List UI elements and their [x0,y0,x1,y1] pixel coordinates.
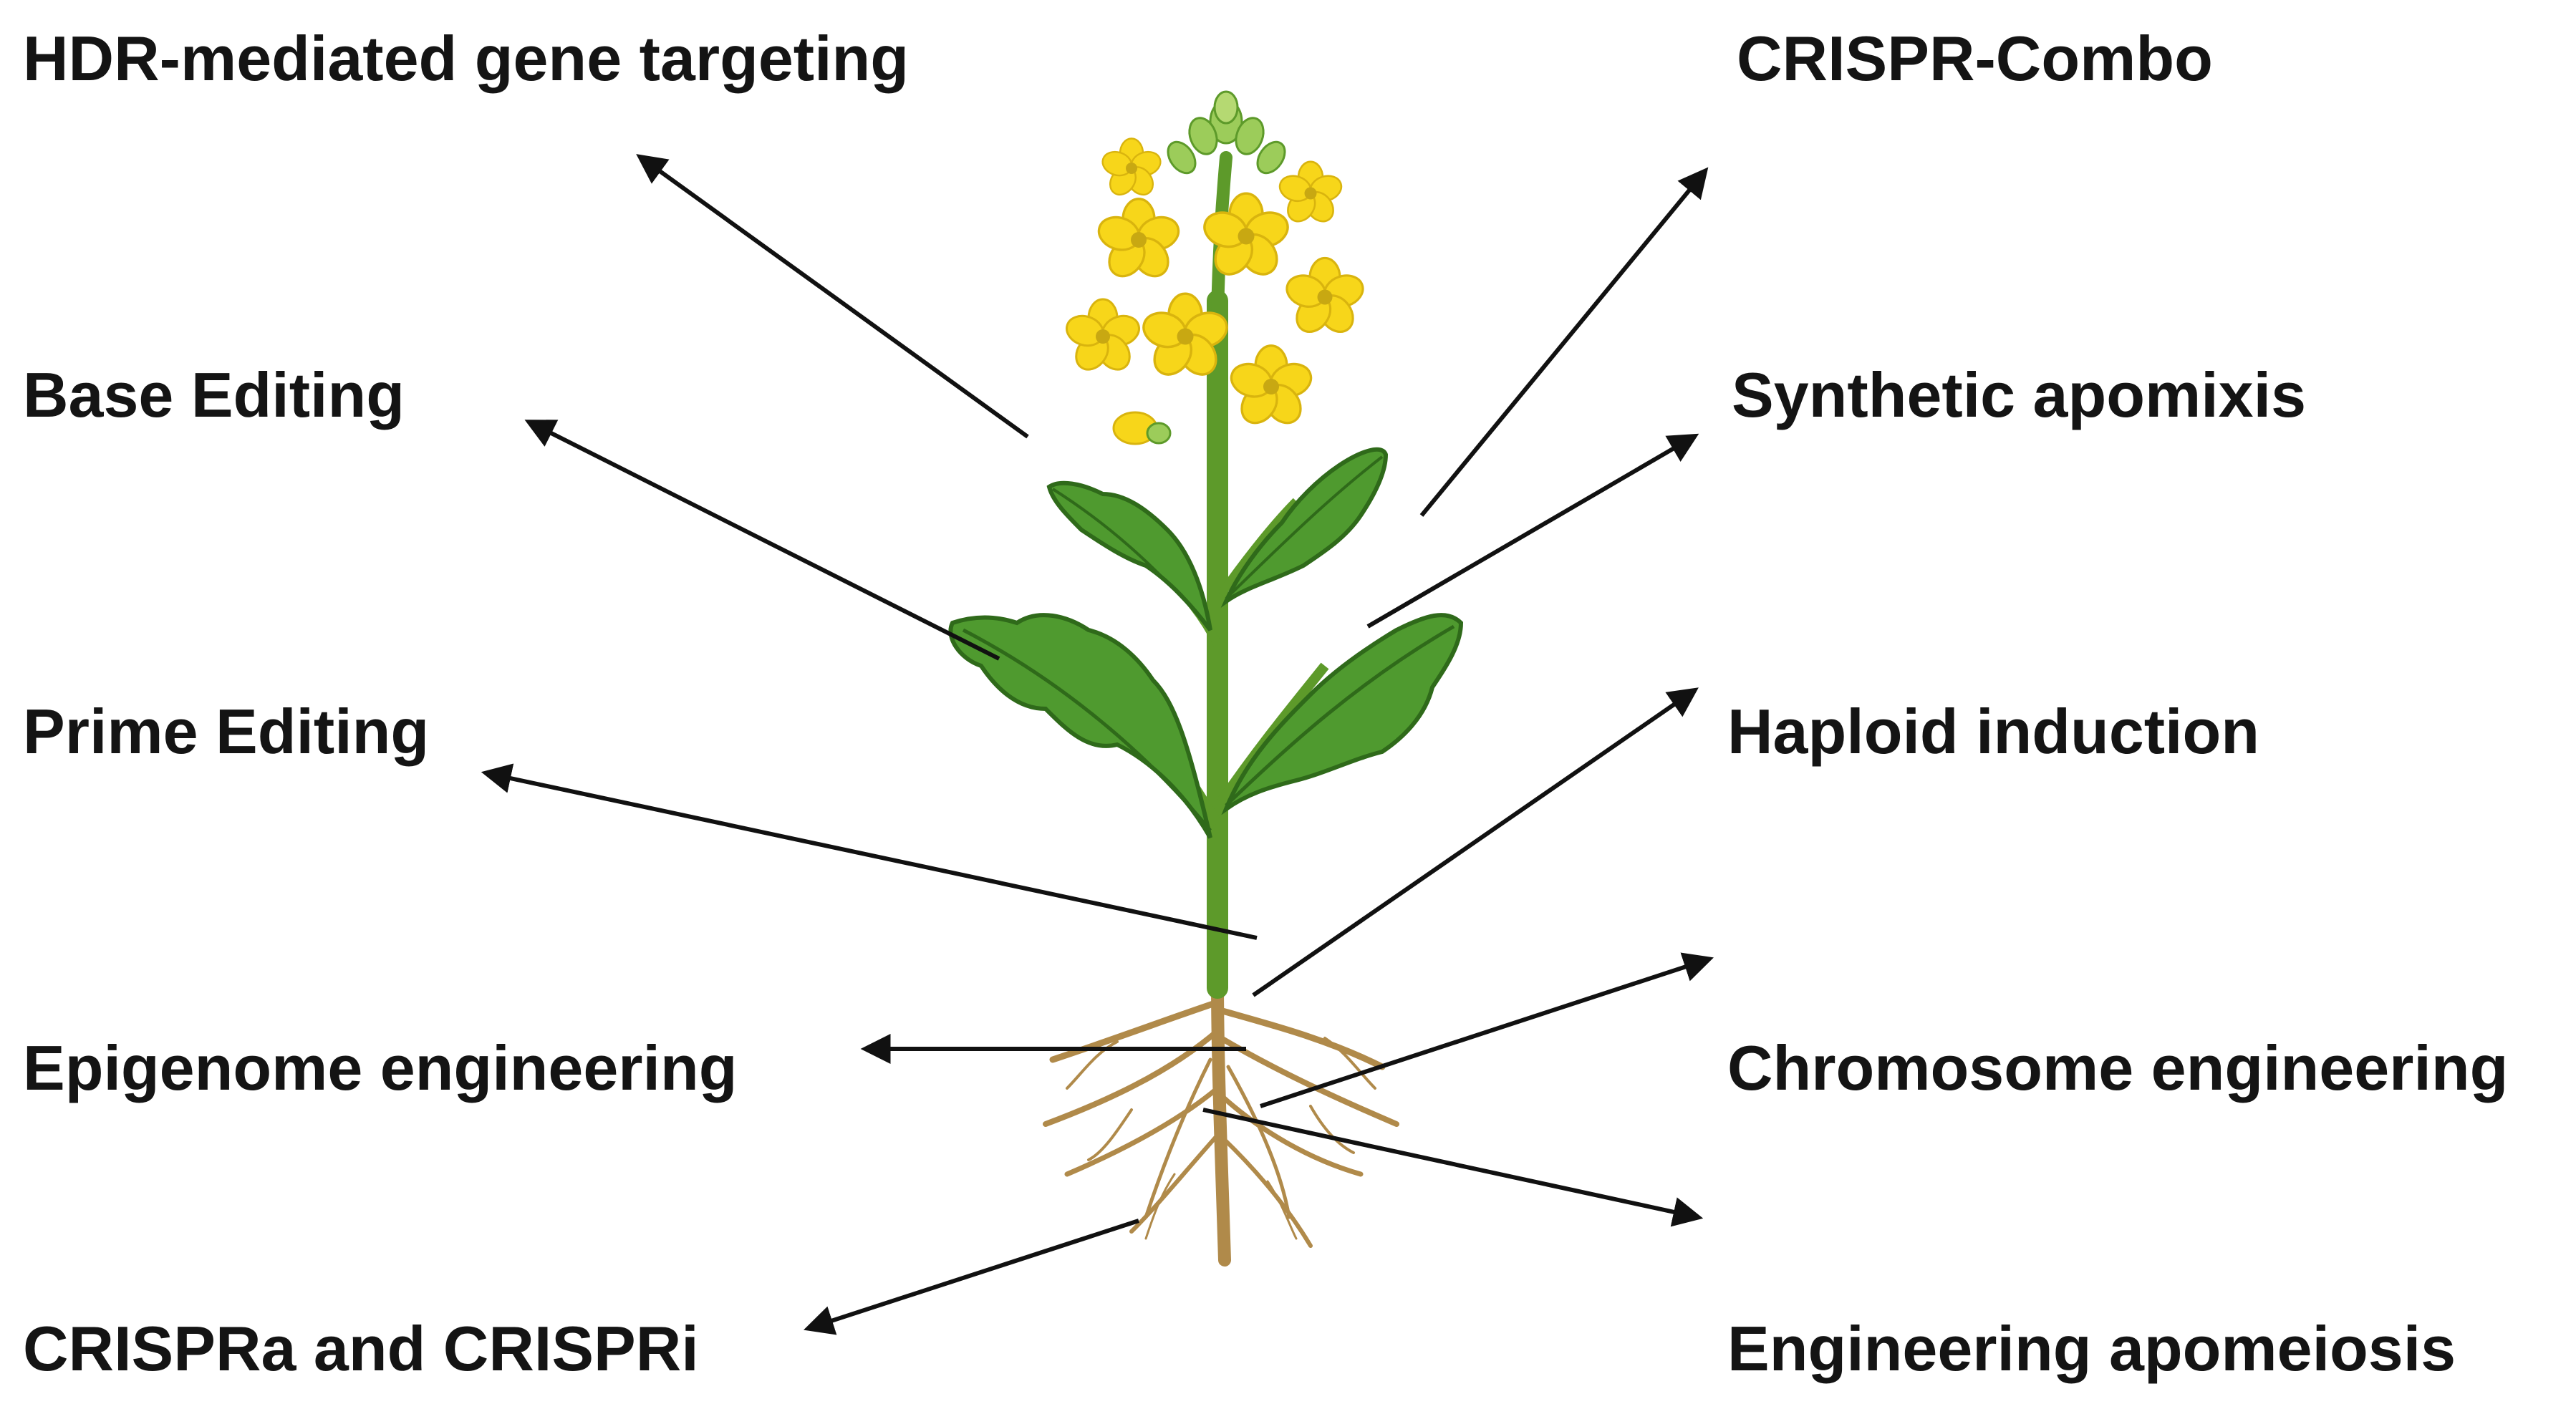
leaf-lower-left [948,613,1212,839]
label-haploid-induction: Haploid induction [1727,696,2260,767]
arrow-haploid [1252,687,1699,997]
label-chromosome-engineering: Chromosome engineering [1727,1032,2509,1103]
arrow-hdr [636,154,1029,439]
label-crispra-crispri: CRISPRa and CRISPRi [23,1313,699,1384]
label-engineering-apomeiosis: Engineering apomeiosis [1727,1313,2456,1384]
label-base-editing: Base Editing [23,359,405,430]
label-prime-editing: Prime Editing [23,696,430,767]
arrow-prime [481,763,1258,940]
leaf-lower-right [1221,613,1464,815]
leaves [948,447,1464,839]
roots [1043,974,1399,1267]
label-hdr-gene-targeting: HDR-mediated gene targeting [23,23,910,94]
arrow-apomixis [1366,433,1699,629]
leaf-upper-left [1046,480,1212,631]
arrow-crai [804,1219,1139,1335]
label-crispr-combo: CRISPR-Combo [1737,23,2213,94]
arrow-apomeiosis [1202,1108,1704,1227]
arrow-base [524,420,1000,661]
flower-cluster [1061,90,1369,445]
label-synthetic-apomixis: Synthetic apomixis [1732,359,2307,430]
arrows [481,154,1714,1335]
arrow-chromo [1260,952,1714,1108]
label-epigenome-engineering: Epigenome engineering [23,1032,738,1103]
arrow-combo [1419,167,1709,517]
